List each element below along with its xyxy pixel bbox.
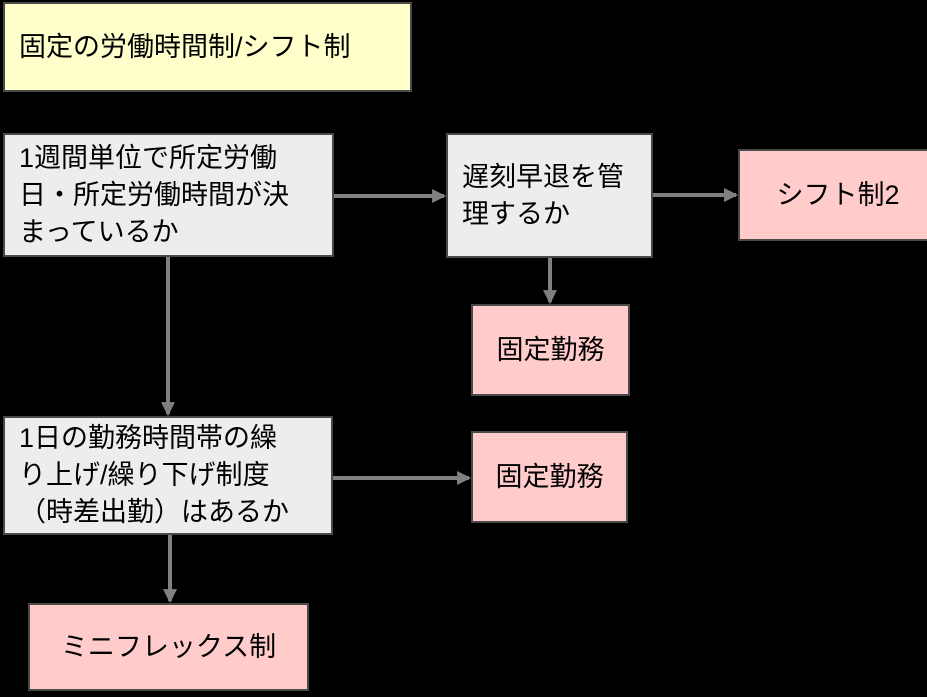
node-question-late-label: 遅刻早退を管 理するか — [462, 161, 624, 229]
node-result-miniflex: ミニフレックス制 — [28, 603, 309, 691]
node-question-week-label: 1週間単位で所定労働 日・所定労働時間が決 まっているか — [19, 142, 289, 247]
node-question-stagger-label: 1日の勤務時間帯の繰 り上げ/繰り下げ制度 （時差出勤）はあるか — [19, 423, 289, 527]
node-result-shift2: シフト制2 — [738, 149, 927, 241]
node-question-late: 遅刻早退を管 理するか — [446, 133, 653, 258]
node-result-shift2-label: シフト制2 — [776, 179, 900, 210]
node-question-stagger: 1日の勤務時間帯の繰 り上げ/繰り下げ制度 （時差出勤）はあるか — [3, 416, 333, 535]
node-result-fixed-work-2: 固定勤務 — [471, 431, 628, 523]
node-result-fixed-work-1-label: 固定勤務 — [496, 334, 605, 365]
node-title-label: 固定の労働時間制/シフト制 — [19, 31, 351, 62]
node-question-week: 1週間単位で所定労働 日・所定労働時間が決 まっているか — [3, 133, 334, 257]
node-result-miniflex-label: ミニフレックス制 — [60, 631, 277, 662]
node-result-fixed-work-1: 固定勤務 — [471, 304, 630, 396]
node-title: 固定の労働時間制/シフト制 — [3, 2, 412, 92]
node-result-fixed-work-2-label: 固定勤務 — [495, 461, 604, 492]
